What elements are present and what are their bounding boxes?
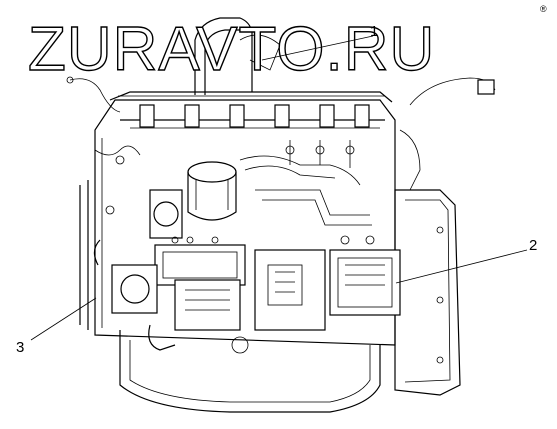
callout-1-label: 1 — [370, 23, 378, 40]
callout-1-leader — [261, 35, 374, 61]
callout-2-label: 2 — [529, 237, 537, 254]
callout-3-leader — [30, 297, 97, 341]
watermark-text: ZURAVTO.RU — [28, 15, 435, 84]
injector-row — [139, 104, 370, 128]
callout-2-leader — [395, 249, 528, 284]
engine-illustration — [66, 17, 496, 413]
callout-3-label: 3 — [16, 339, 24, 356]
watermark-registered-mark: ® — [540, 4, 547, 14]
